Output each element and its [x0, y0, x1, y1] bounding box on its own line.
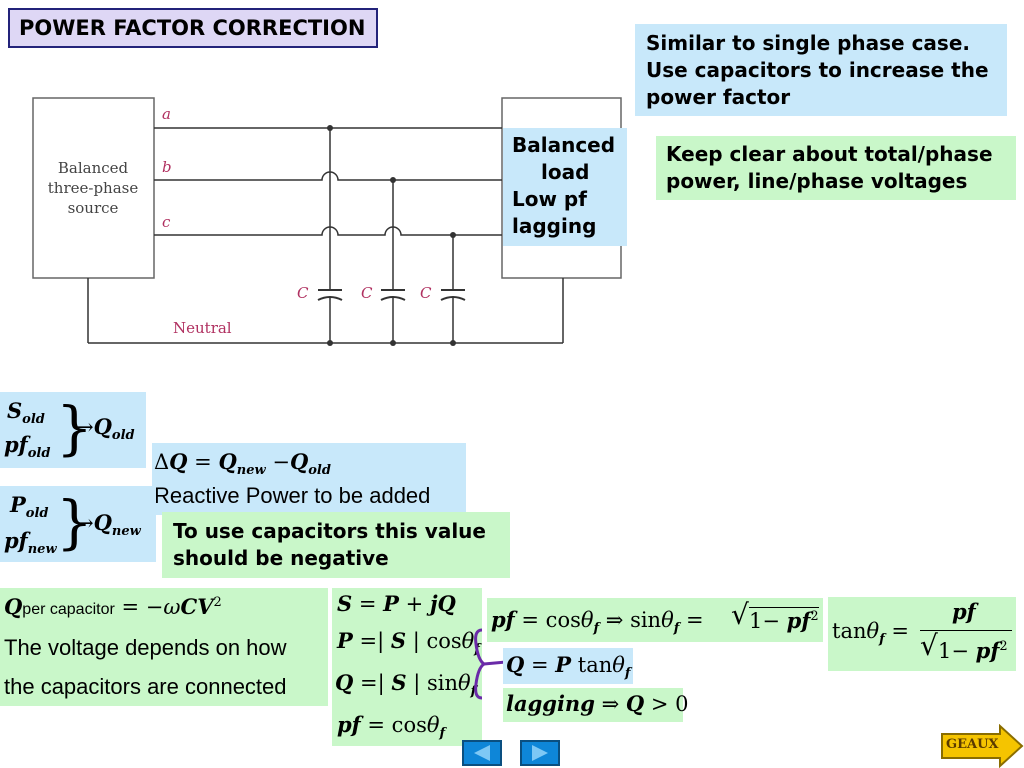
- geaux-button[interactable]: GEAUX: [940, 724, 1024, 768]
- note-keep-clear-line1: Keep clear about total/phase: [666, 142, 993, 166]
- source-label-line3: source: [68, 199, 119, 217]
- eq-q-old: Sold pfold } →Qold: [0, 392, 146, 468]
- arrow-right-icon: [941, 724, 1024, 768]
- next-slide-button[interactable]: [520, 740, 560, 766]
- eq-sin-theta: pf = cosθf ⇒ sinθf = √ 1− pf2: [487, 598, 823, 642]
- eq-power-stack: S = P + jQ P =| S | cosθf Q =| S | sinθf…: [332, 588, 482, 746]
- eq-q-tan: Q = P tanθf: [503, 648, 633, 684]
- eq-q-per-capacitor: Qper capacitor = −ωCV2 The voltage depen…: [0, 588, 328, 706]
- note-similar: Similar to single phase case. Use capaci…: [635, 24, 1007, 116]
- load-label-line3: Low pf: [512, 187, 587, 211]
- note-keep-clear: Keep clear about total/phase power, line…: [656, 136, 1016, 200]
- reactive-caption: Reactive Power to be added: [154, 483, 431, 508]
- voltage-line1: The voltage depends on how: [4, 635, 287, 660]
- note-negative-line1: To use capacitors this value: [173, 519, 486, 543]
- phase-a-label: a: [162, 105, 171, 123]
- load-label-line1: Balanced: [512, 133, 616, 157]
- note-similar-line1: Similar to single phase case.: [646, 31, 970, 55]
- load-label: Balanced load Low pf lagging: [503, 128, 627, 246]
- load-label-line2: load: [541, 160, 590, 184]
- arrow-left-icon: [474, 745, 490, 761]
- source-label-line1: Balanced: [58, 159, 129, 177]
- note-similar-line3: power factor: [646, 85, 791, 109]
- source-box: [32, 97, 155, 279]
- cap3-label: C: [420, 284, 432, 302]
- note-negative: To use capacitors this value should be n…: [162, 512, 510, 578]
- eq-delta-q: ΔQ = Qnew −Qold Reactive Power to be add…: [152, 443, 466, 515]
- page-title: POWER FACTOR CORRECTION: [8, 8, 378, 48]
- note-keep-clear-line2: power, line/phase voltages: [666, 169, 968, 193]
- load-label-line4: lagging: [512, 214, 597, 238]
- voltage-line2: the capacitors are connected: [4, 674, 287, 699]
- eq-q-new: Pold pfnew } →Qnew: [0, 486, 156, 562]
- arrow-right-icon: [532, 745, 548, 761]
- note-similar-line2: Use capacitors to increase the: [646, 58, 989, 82]
- per-capacitor-sub: per capacitor: [22, 601, 115, 618]
- note-negative-line2: should be negative: [173, 546, 389, 570]
- eq-lagging: lagging ⇒ Q > 0: [503, 688, 689, 722]
- cap1-label: C: [297, 284, 309, 302]
- prev-slide-button[interactable]: [462, 740, 502, 766]
- connector-brace: [474, 628, 507, 700]
- eq-tan-theta: tanθf = pf √ 1− pf2: [828, 597, 1016, 671]
- phase-c-label: c: [162, 213, 171, 231]
- phase-b-label: b: [162, 158, 172, 176]
- geaux-label: GEAUX: [946, 737, 999, 752]
- neutral-label: Neutral: [173, 319, 232, 337]
- source-label-line2: three-phase: [48, 179, 139, 197]
- cap2-label: C: [361, 284, 373, 302]
